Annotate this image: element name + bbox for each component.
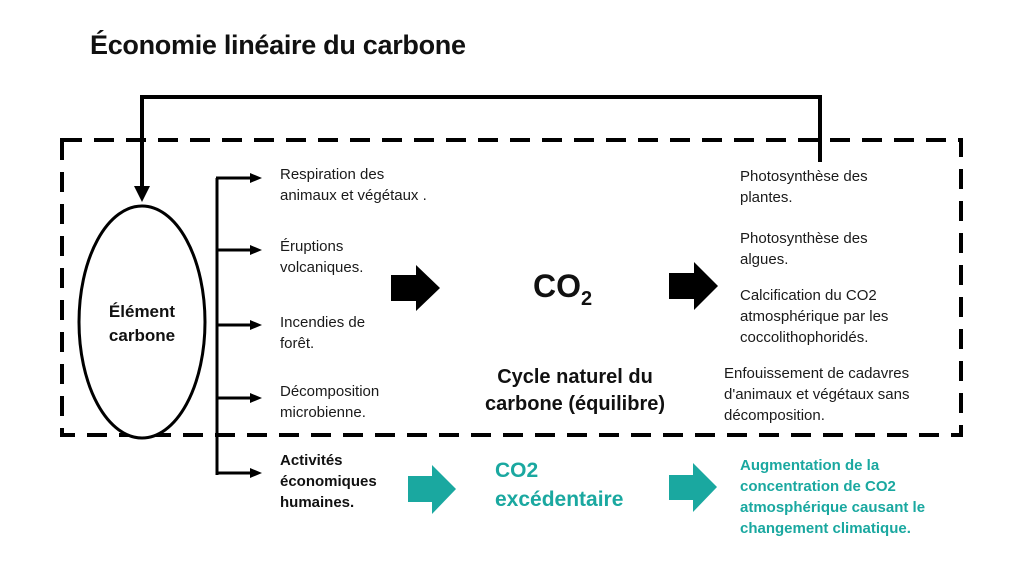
natural-cycle-label: Cycle naturel du carbone (équilibre) <box>460 364 690 418</box>
co2-label: CO2 <box>533 268 592 311</box>
sink-calcification: Calcification du CO2 atmosphérique par l… <box>740 285 888 348</box>
human-source-line: humaines. <box>280 494 355 511</box>
impact-line: Augmentation de la <box>740 457 880 474</box>
cycle-label-line: carbone (équilibre) <box>484 393 666 415</box>
excess-co2-line: excédentaire <box>495 488 624 511</box>
teal-arrow-icon <box>408 465 456 514</box>
feedback-arrowhead-icon <box>134 186 150 202</box>
source-line: Respiration des <box>280 166 385 183</box>
sink-plant-photosynthesis: Photosynthèse des plantes. <box>740 166 868 208</box>
branch-arrowhead-icon <box>250 468 262 478</box>
source-line: animaux et végétaux . <box>280 187 427 204</box>
teal-arrow-icon <box>669 463 717 512</box>
climate-impact-label: Augmentation de la concentration de CO2 … <box>740 455 925 539</box>
source-line: Décomposition <box>280 383 380 400</box>
sink-line: atmosphérique par les <box>740 308 889 325</box>
sink-line: plantes. <box>740 189 793 206</box>
source-forest-fires: Incendies de forêt. <box>280 312 365 354</box>
sink-line: décomposition. <box>724 407 825 424</box>
source-volcanic: Éruptions volcaniques. <box>280 236 363 278</box>
carbon-element-label: Élément carbone <box>94 300 190 348</box>
page-title: Économie linéaire du carbone <box>90 30 466 60</box>
branch-arrowhead-icon <box>250 320 262 330</box>
impact-line: atmosphérique causant le <box>740 499 926 516</box>
source-line: forêt. <box>280 335 315 352</box>
branch-arrows <box>216 173 262 478</box>
feedback-loop-line <box>140 95 822 188</box>
source-line: Éruptions <box>280 238 344 255</box>
sink-line: algues. <box>740 251 789 268</box>
carbon-element-line: Élément <box>108 302 176 321</box>
co2-subscript: 2 <box>581 288 593 310</box>
human-source-line: économiques <box>280 473 377 490</box>
impact-line: concentration de CO2 <box>740 478 896 495</box>
sink-burial: Enfouissement de cadavres d'animaux et v… <box>724 363 909 426</box>
source-line: Incendies de <box>280 314 366 331</box>
branch-arrowhead-icon <box>250 393 262 403</box>
impact-line: changement climatique. <box>740 520 911 537</box>
excess-co2-line: CO2 <box>495 459 539 482</box>
human-source-line: Activités <box>280 452 343 469</box>
sink-line: Enfouissement de cadavres <box>724 365 910 382</box>
source-line: volcaniques. <box>280 259 364 276</box>
black-arrow-icon <box>669 262 718 310</box>
source-human-activities: Activités économiques humaines. <box>280 450 377 513</box>
sink-line: d'animaux et végétaux sans <box>724 386 910 403</box>
cycle-label-line: Cycle naturel du <box>497 366 653 388</box>
sink-algae-photosynthesis: Photosynthèse des algues. <box>740 228 868 270</box>
branch-arrowhead-icon <box>250 245 262 255</box>
excess-co2-label: CO2 excédentaire <box>495 456 623 514</box>
sink-line: Photosynthèse des <box>740 168 868 185</box>
sink-line: Calcification du CO2 <box>740 287 877 304</box>
carbon-element-line: carbone <box>108 326 176 345</box>
sink-line: Photosynthèse des <box>740 230 868 247</box>
sink-line: coccolithophoridés. <box>740 329 869 346</box>
black-arrow-icon <box>391 265 440 311</box>
source-respiration: Respiration des animaux et végétaux . <box>280 164 427 206</box>
source-decomposition: Décomposition microbienne. <box>280 381 379 423</box>
carbon-element-ellipse <box>77 204 207 440</box>
natural-cycle-boundary <box>60 138 963 437</box>
co2-base: CO <box>533 268 581 304</box>
branch-arrowhead-icon <box>250 173 262 183</box>
source-line: microbienne. <box>280 404 366 421</box>
